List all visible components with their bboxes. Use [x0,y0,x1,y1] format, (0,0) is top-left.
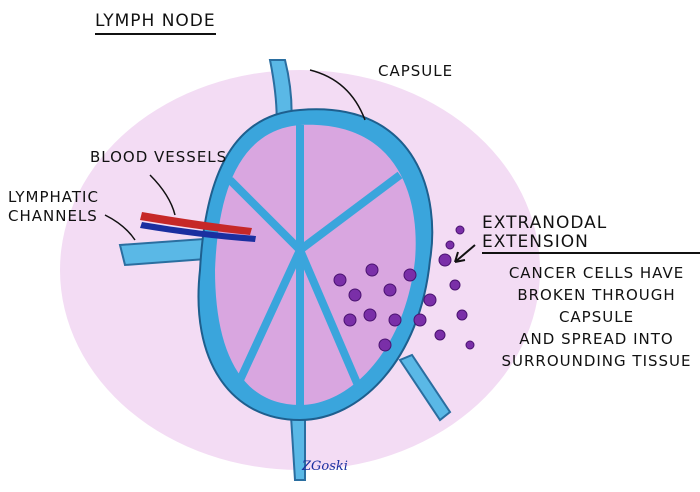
label-line: Channels [8,207,98,225]
desc-line: and spread into [519,330,674,348]
capsule-label: Capsule [378,62,454,80]
lymphatic-channels-label: LymphaticChannels [8,188,99,226]
extension-description: Cancer cells have broken through capsule… [493,262,700,372]
capsule-pointer [309,69,366,121]
vessel-pointer [149,174,176,216]
extranodal-extension-heading: Extranodal Extension [482,214,700,254]
label-line: Lymphatic [8,188,99,206]
desc-line: broken through capsule [517,286,676,326]
desc-line: surrounding tissue [501,352,692,370]
arrow-icon [454,244,476,263]
signature-logo: ZGoski [301,459,348,474]
channel-pointer [104,214,136,241]
vein [140,222,256,242]
cancer-cells [333,225,475,352]
blood-vessels-label: Blood Vessels [90,148,228,166]
artery [140,212,252,235]
page-title: Lymph Node [95,12,216,35]
trabeculae [227,125,403,405]
desc-line: Cancer cells have [508,264,685,282]
